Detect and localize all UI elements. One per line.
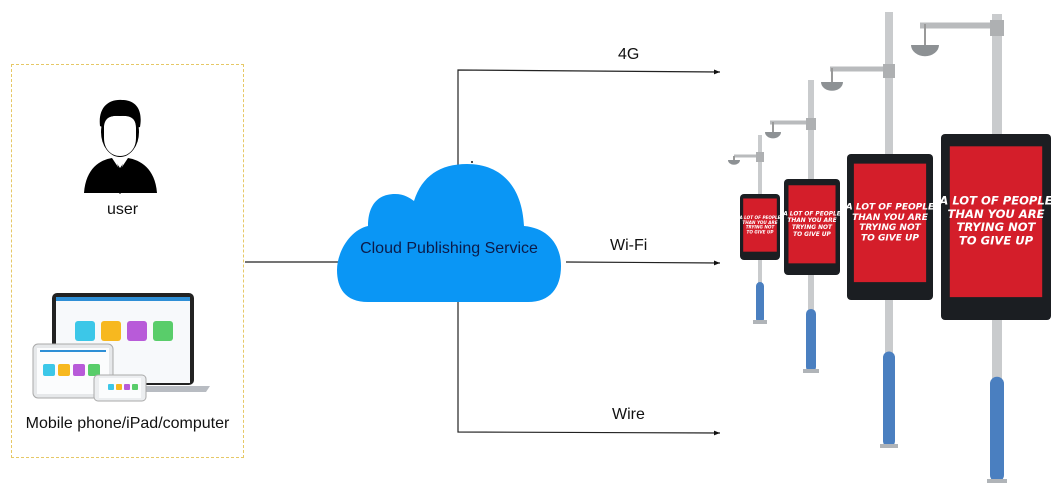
cloud-service-label: Cloud Publishing Service (360, 240, 538, 257)
pole-base-2 (883, 351, 895, 447)
display-slogan-line: THAN YOU ARE (852, 213, 929, 223)
display-slogan-line: TO GIVE UP (959, 234, 1034, 248)
display-slogan-line: THAN YOU ARE (742, 220, 777, 225)
camera-dome-icon (765, 132, 781, 139)
line-4g (457, 69, 721, 175)
line-wire (457, 300, 721, 436)
camera-dome-icon (911, 45, 939, 57)
display-slogan-line: TO GIVE UP (861, 234, 919, 244)
display-slogan-line: THAN YOU ARE (787, 218, 836, 224)
user-label: user (106, 201, 139, 218)
connection-label-4g: 4G (618, 46, 640, 63)
pole-foot-3 (987, 479, 1007, 483)
pole-arm-3 (920, 22, 994, 29)
camera-mount-3 (924, 24, 926, 45)
display-slogan-line: A LOT OF PEOPLE (845, 202, 935, 212)
camera-dome-icon (821, 82, 843, 91)
display-slogan-line: TRYING NOT (957, 220, 1037, 234)
client-group-box (11, 64, 244, 458)
pole-base-3 (990, 376, 1004, 482)
pole-base-0 (756, 282, 764, 323)
display-screen-0 (743, 198, 777, 252)
display-slogan-line: TO GIVE UP (747, 230, 775, 235)
camera-mount-0 (733, 156, 735, 160)
line-wifi (565, 260, 721, 266)
cloud-icon (337, 164, 561, 302)
display-slogan-line: TRYING NOT (859, 223, 921, 233)
pole-clamp-1 (806, 118, 816, 130)
user-icon (84, 99, 157, 194)
display-slogan-line: TRYING NOT (746, 225, 776, 230)
display-slogan-line: A LOT OF PEOPLE (938, 194, 1052, 208)
camera-dome-icon (728, 160, 740, 165)
pole-clamp-0 (756, 152, 764, 162)
devices-label: Mobile phone/iPad/computer (25, 415, 230, 432)
display-screen-2 (853, 163, 927, 283)
connection-label-wifi: Wi-Fi (610, 237, 648, 254)
pole-foot-2 (880, 444, 898, 448)
display-slogan-line: A LOT OF PEOPLE (782, 211, 841, 217)
display-screen-1 (788, 185, 836, 264)
display-screen-3 (949, 146, 1043, 298)
pole-base-1 (806, 308, 816, 372)
pole-clamp-2 (883, 64, 895, 78)
display-slogan-line: TRYING NOT (792, 225, 833, 231)
devices-icon (32, 293, 210, 402)
display-slogan-line: THAN YOU ARE (947, 207, 1044, 221)
camera-mount-2 (831, 68, 833, 82)
display-slogan-line: A LOT OF PEOPLE (738, 215, 780, 220)
pole-arm-0 (734, 154, 757, 158)
pole-foot-1 (803, 369, 819, 373)
camera-mount-1 (772, 122, 774, 132)
pole-foot-0 (753, 320, 767, 324)
connection-label-wire: Wire (612, 406, 645, 423)
pole-clamp-3 (990, 20, 1004, 36)
display-slogan-line: TO GIVE UP (793, 232, 831, 238)
pole-arm-1 (770, 120, 808, 125)
pole-arm-2 (830, 66, 885, 72)
